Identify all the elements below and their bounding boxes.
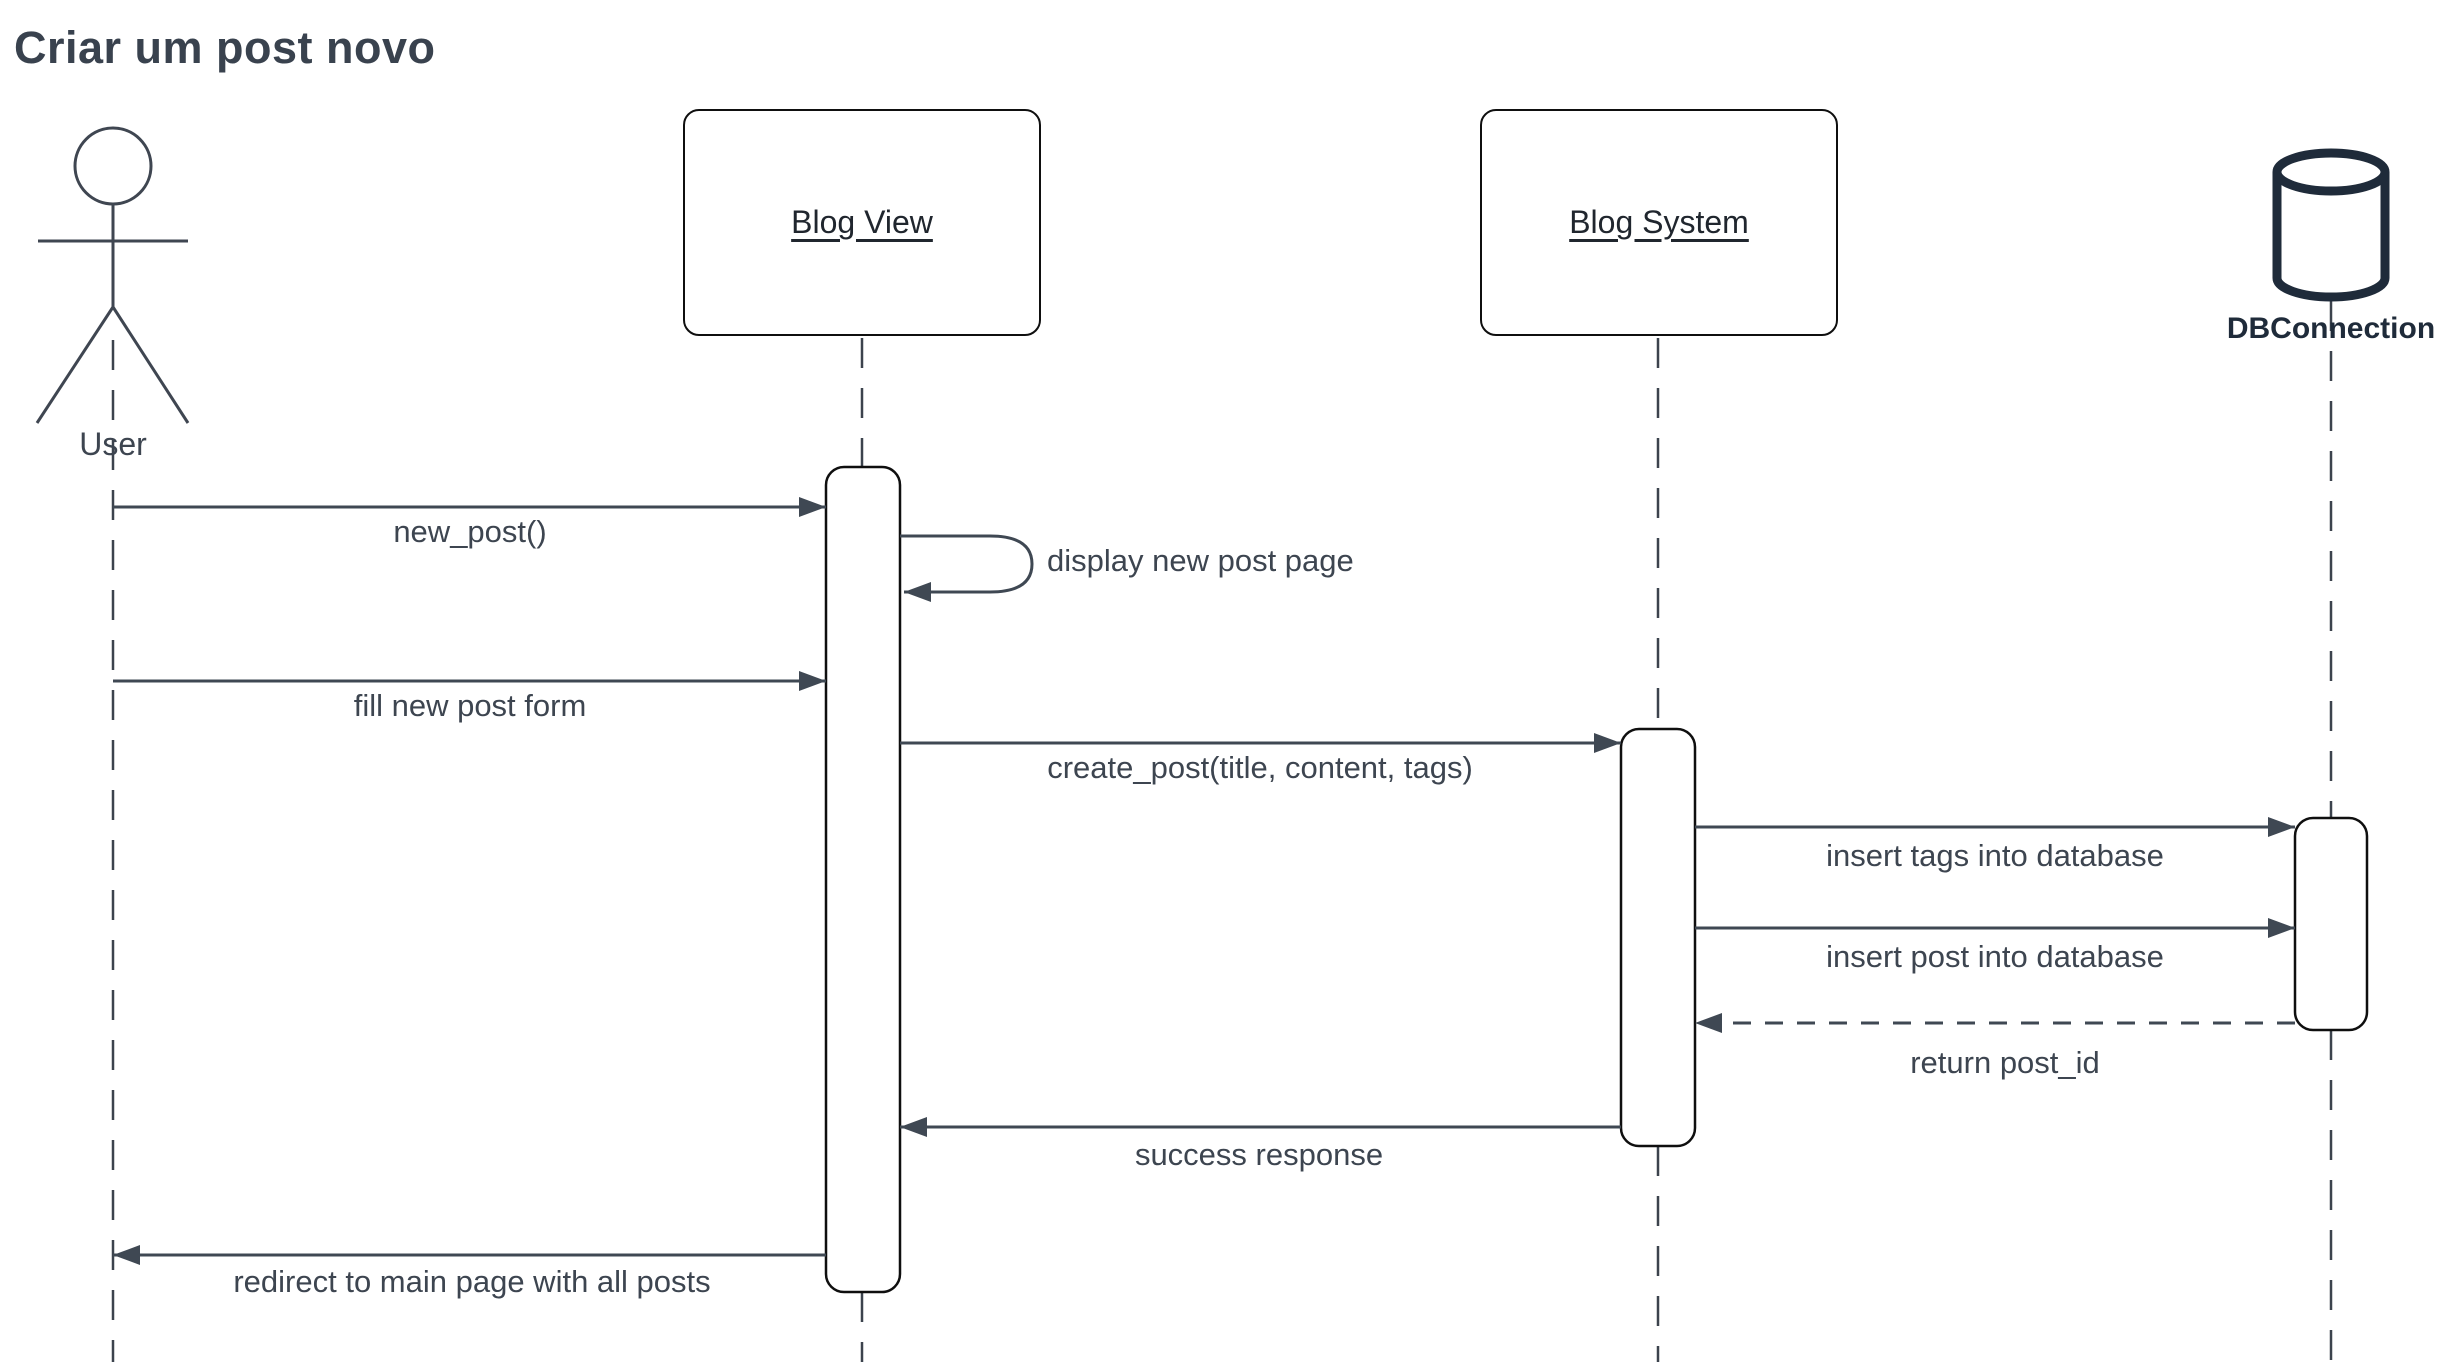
actor-head <box>73 126 153 206</box>
message-label-new-post: new_post() <box>393 514 547 549</box>
blog-view-activation-bar <box>824 465 902 1294</box>
actor-left-leg <box>35 306 115 424</box>
cylinder-top <box>2272 148 2390 196</box>
page-title: Criar um post novo <box>14 22 436 73</box>
db-activation-bar <box>2293 816 2369 1032</box>
participant-db-connection-label: DBConnection <box>2226 312 2436 345</box>
message-label-redirect: redirect to main page with all posts <box>233 1264 711 1299</box>
actor-right-leg <box>111 306 190 424</box>
participant-user-label: User <box>79 426 147 462</box>
activation-bars <box>824 465 2369 1294</box>
message-label-fill-new-post-form: fill new post form <box>353 688 587 723</box>
message-label-display-new-post-page: display new post page <box>1047 543 1354 578</box>
cylinder-body <box>2272 172 2390 302</box>
message-label-insert-post: insert post into database <box>1826 939 2164 974</box>
arrow-display-self-loop <box>900 534 1034 602</box>
participant-blog-system-label: Blog System <box>1569 204 1749 240</box>
message-arrows <box>113 497 2295 1265</box>
message-label-return-post-id: return post_id <box>1910 1045 2100 1080</box>
participant-blog-view-label: Blog View <box>791 204 933 240</box>
database-cylinder-icon <box>2272 148 2390 302</box>
message-label-success-response: success response <box>1134 1137 1384 1172</box>
participant-blog-system: Blog System <box>1480 109 1838 336</box>
participant-blog-view: Blog View <box>683 109 1041 336</box>
lifelines <box>111 301 2333 1362</box>
blog-system-activation-bar <box>1619 727 1697 1148</box>
message-label-insert-tags: insert tags into database <box>1826 838 2164 873</box>
user-actor-icon <box>35 126 190 424</box>
message-label-create-post: create_post(title, content, tags) <box>1047 750 1473 785</box>
